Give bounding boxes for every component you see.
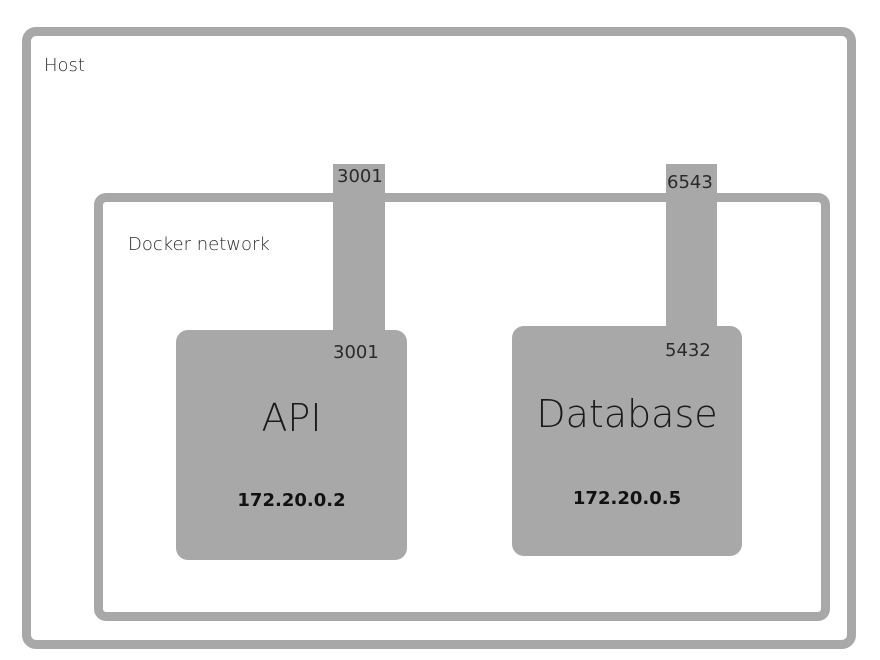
api-port-mapping-bar bbox=[333, 164, 385, 336]
api-host-port: 3001 bbox=[337, 166, 383, 187]
docker-network-label: Docker network bbox=[128, 234, 270, 255]
api-container-port: 3001 bbox=[333, 342, 379, 363]
host-label: Host bbox=[44, 55, 85, 76]
database-container-ip: 172.20.0.5 bbox=[572, 488, 682, 509]
database-container: 5432 Database 172.20.0.5 bbox=[512, 326, 742, 556]
database-container-port: 5432 bbox=[665, 340, 711, 361]
api-container-name: API bbox=[261, 396, 322, 440]
database-host-port: 6543 bbox=[667, 172, 713, 193]
api-container-ip: 172.20.0.2 bbox=[237, 490, 346, 511]
api-container: 3001 API 172.20.0.2 bbox=[176, 330, 407, 560]
database-container-name: Database bbox=[536, 392, 718, 436]
database-port-mapping-bar bbox=[666, 164, 717, 332]
